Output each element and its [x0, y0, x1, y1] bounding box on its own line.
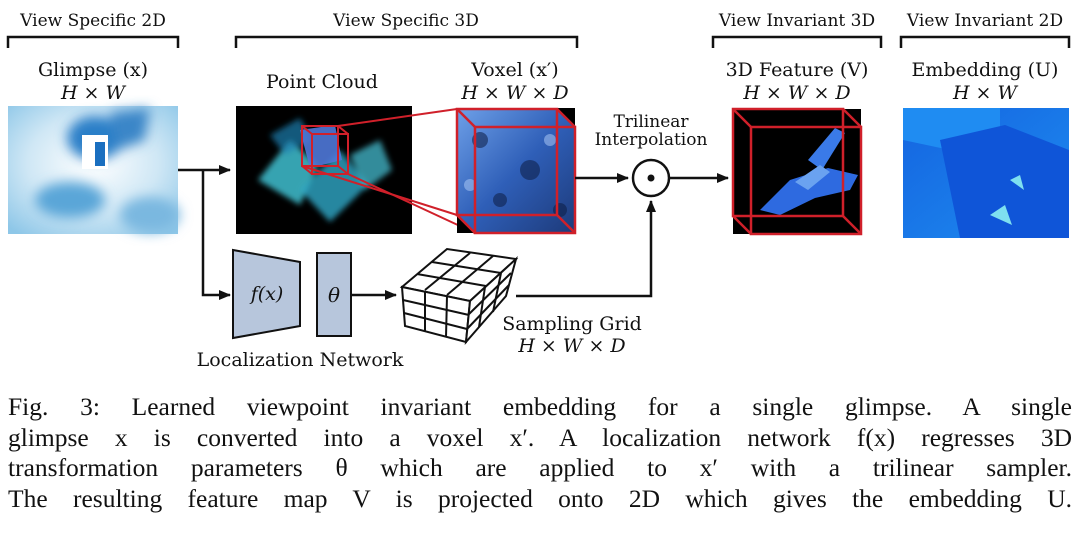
- voxel-image: [455, 107, 577, 235]
- bracket-view-invariant-3d: [711, 35, 883, 48]
- localization-title: Localization Network: [197, 349, 404, 371]
- sampling-grid-icon: [399, 247, 519, 346]
- caption-line: Fig. 3: Learned viewpoint invariant embe…: [8, 392, 1072, 421]
- localization-theta-label: θ: [328, 283, 340, 307]
- localization-f-box: f(x): [232, 248, 301, 340]
- section-view-invariant-2d: View Invariant 2D: [899, 11, 1071, 48]
- arrow-grid-to-interp: [516, 200, 656, 298]
- figure: View Specific 2D View Specific 3D View I…: [6, 11, 1071, 371]
- voxel-dims: H × W × D: [460, 82, 568, 104]
- section-view-specific-3d: View Specific 3D: [234, 11, 579, 48]
- feature3d-image: [731, 107, 863, 236]
- trilinear-label-line1: Trilinear: [613, 112, 689, 132]
- section-label-view-specific-3d: View Specific 3D: [332, 11, 479, 31]
- arrow-glimpse-to-localization: [201, 170, 231, 300]
- sampling-grid-title: Sampling Grid: [502, 313, 642, 335]
- section-label-view-invariant-3d: View Invariant 3D: [718, 11, 875, 31]
- localization-f-label: f(x): [249, 283, 284, 305]
- voxel-title: Voxel (x′): [470, 59, 558, 81]
- point-cloud-image: [236, 106, 412, 234]
- caption-line: transformation parameters θ which are ap…: [8, 453, 1072, 482]
- trilinear-label-line2: Interpolation: [595, 130, 708, 150]
- bracket-view-specific-3d: [234, 35, 579, 48]
- glimpse-title: Glimpse (x): [38, 59, 148, 81]
- glimpse-dims: H × W: [60, 82, 127, 104]
- embedding-dims: H × W: [952, 82, 1019, 104]
- section-label-view-specific-2d: View Specific 2D: [19, 11, 166, 31]
- zoom-connectors: [301, 108, 476, 234]
- trilinear-operator-icon: [631, 158, 671, 198]
- section-view-specific-2d: View Specific 2D: [6, 11, 180, 48]
- embedding-title: Embedding (U): [912, 59, 1059, 81]
- point-cloud-title: Point Cloud: [266, 71, 378, 93]
- caption-line: glimpse x is converted into a voxel x′. …: [8, 422, 1072, 452]
- sampling-grid-dims: H × W × D: [517, 335, 625, 357]
- glimpse-image: [8, 106, 180, 234]
- section-view-invariant-3d: View Invariant 3D: [711, 11, 883, 48]
- section-label-view-invariant-2d: View Invariant 2D: [906, 11, 1063, 31]
- localization-theta-box: θ: [316, 252, 352, 337]
- figure-caption: Fig. 3: Learned viewpoint invariant embe…: [8, 392, 1072, 514]
- embedding-image: [903, 108, 1069, 238]
- feature3d-title: 3D Feature (V): [726, 59, 869, 81]
- arrows: [178, 165, 729, 300]
- bracket-view-invariant-2d: [899, 35, 1071, 48]
- bracket-view-specific-2d: [6, 35, 180, 48]
- feature3d-dims: H × W × D: [742, 82, 850, 104]
- caption-line: The resulting feature map V is projected…: [8, 483, 1072, 513]
